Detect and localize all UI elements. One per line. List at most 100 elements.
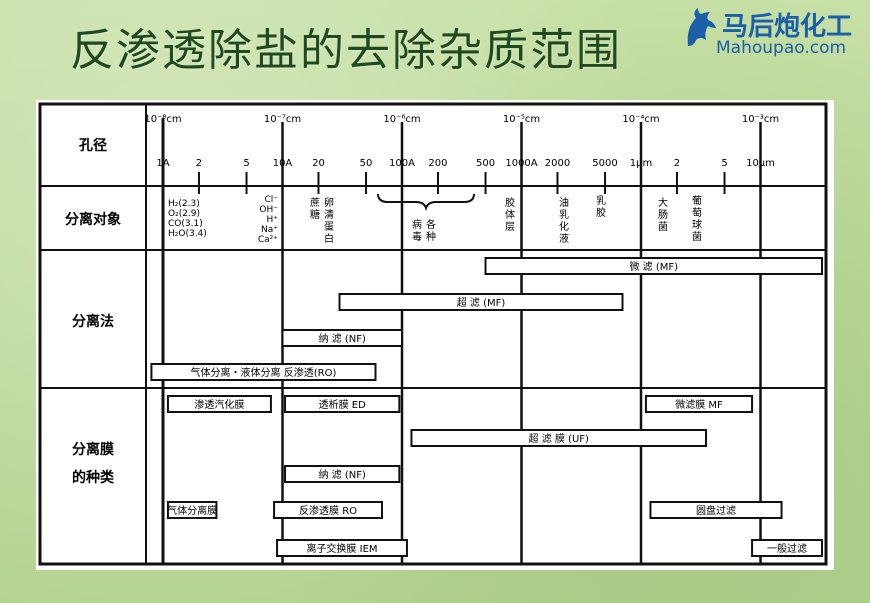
separation-methods: 微 滤 (MF) 超 滤 (MF) 纳 滤 (NF) 气体分离・液体分离 反渗透(RO… <box>150 257 823 381</box>
membrane-label: 圆盘过滤 <box>696 504 736 517</box>
row-label-methods: 分离法 <box>72 313 114 330</box>
membrane-label: 超 滤 膜 (UF) <box>529 432 590 445</box>
object-ion-h: H⁺ <box>266 215 278 225</box>
membrane-label: 气体分离膜 <box>167 504 217 517</box>
scale-top-label: 10⁻⁸cm <box>144 114 181 125</box>
scale-bottom-label: 1000A <box>505 158 537 169</box>
scale-bottom-label: 200 <box>428 158 447 169</box>
membrane-types: 渗透汽化膜 透析膜 ED 微滤膜 MF 超 滤 膜 (UF) 纳 滤 (NF) 气体分离膜… <box>166 395 823 557</box>
object-emulsion-3: 化 <box>559 220 569 233</box>
membrane-bar <box>284 395 401 413</box>
scale-top-label: 10⁻⁵cm <box>503 114 540 125</box>
table-frame <box>38 102 828 566</box>
object-coccus-4: 菌 <box>692 231 702 243</box>
method-label: 气体分离・液体分离 反渗透(RO) <box>191 366 337 379</box>
method-label: 超 滤 (MF) <box>457 296 506 309</box>
scale-bottom-label: 1A <box>156 158 169 169</box>
object-species-2: 种 <box>426 230 436 243</box>
object-colloid-3: 层 <box>505 221 515 233</box>
method-label: 纳 滤 (NF) <box>319 332 366 345</box>
object-bacteria-3: 菌 <box>658 221 668 233</box>
scale-bottom-label: 5 <box>243 158 249 169</box>
membrane-label: 透析膜 ED <box>319 398 366 411</box>
object-coccus-2: 萄 <box>692 206 702 219</box>
object-emulsion-4: 液 <box>559 232 569 245</box>
object-species-1: 各 <box>426 218 436 231</box>
membrane-bar <box>166 395 272 413</box>
membrane-bar <box>649 501 783 519</box>
scale-bottom-label: 100A <box>389 158 415 169</box>
object-latex-2: 胶 <box>596 206 606 219</box>
object-colloid-2: 体 <box>505 209 515 221</box>
scale-bottom-label: 2 <box>196 158 202 169</box>
object-protein-4: 白 <box>324 232 334 245</box>
membrane-label: 渗透汽化膜 <box>194 398 244 411</box>
logo: 马后炮化工 Mahoupao.com <box>682 2 870 66</box>
object-coccus-1: 葡 <box>692 194 702 207</box>
virus-range-brace <box>377 193 475 212</box>
scale-top-label: 10⁻³cm <box>742 114 779 125</box>
object-virus-2: 毒 <box>412 230 422 243</box>
scale-bottom-label: 20 <box>312 158 325 169</box>
scale-bottom-label: 50 <box>360 158 373 169</box>
object-virus-1: 病 <box>412 218 422 231</box>
row-label-membranes-1: 分离膜 <box>72 441 114 458</box>
membrane-bar <box>644 395 754 413</box>
scale-top-label: 10⁻⁶cm <box>383 114 420 125</box>
object-ion-oh: OH⁻ <box>259 205 278 215</box>
scale-top-label: 10⁻⁴cm <box>622 114 659 125</box>
membrane-bar <box>276 539 408 557</box>
object-gas-h2o: H₂O(3.4) <box>168 229 207 239</box>
scale-top-label: 10⁻⁷cm <box>264 114 301 125</box>
object-ions: Cl⁻ OH⁻ H⁺ Na⁺ Ca²⁺ <box>258 195 278 245</box>
object-latex-1: 乳 <box>596 194 606 207</box>
method-bar <box>150 363 377 381</box>
object-gas-o2: O₂(2.9) <box>168 209 200 219</box>
row-label-membranes-2: 的种类 <box>72 469 115 486</box>
logo-text-en: Mahoupao.com <box>716 38 847 58</box>
method-bar <box>484 257 823 275</box>
membrane-label: 反渗透膜 RO <box>299 504 357 517</box>
object-sugar-1: 蔗 <box>310 197 320 209</box>
method-bar <box>281 329 403 347</box>
object-vertical-labels: 蔗 糖 卵 清 蛋 白 病 毒 各 种 胶 体 层 油 乳 化 液 乳 胶 大 … <box>310 194 702 245</box>
membrane-label: 微滤膜 MF <box>675 398 723 411</box>
object-emulsion-2: 乳 <box>559 208 569 221</box>
object-gas-h2: H₂(2.3) <box>168 199 200 209</box>
object-gases: H₂(2.3) O₂(2.9) CO(3.1) H₂O(3.4) <box>168 199 207 239</box>
object-protein-3: 蛋 <box>324 221 334 233</box>
method-label: 微 滤 (MF) <box>629 260 678 273</box>
object-protein-1: 卵 <box>324 197 334 209</box>
object-protein-2: 清 <box>324 208 334 221</box>
membrane-bar <box>751 539 823 557</box>
membrane-bar <box>410 429 708 447</box>
decade-gridlines <box>161 118 762 564</box>
scale-bottom-label: 1μm <box>630 158 652 169</box>
membrane-label: 纳 滤 (NF) <box>318 468 365 481</box>
object-ion-ca: Ca²⁺ <box>258 235 278 245</box>
logo-text-cn: 马后炮化工 <box>722 12 853 42</box>
membrane-bar <box>273 501 383 519</box>
horse-icon <box>687 8 716 46</box>
row-label-pore: 孔径 <box>79 137 107 154</box>
membrane-label: 一般过滤 <box>767 542 807 555</box>
scale-bottom-label: 500 <box>476 158 495 169</box>
membrane-label: 离子交换膜 IEM <box>306 542 377 555</box>
method-bar <box>338 293 624 311</box>
object-bacteria-2: 肠 <box>658 209 668 221</box>
object-ion-na: Na⁺ <box>261 225 278 235</box>
scale-bottom-label: 10A <box>273 158 293 169</box>
scale-bottom-label: 5 <box>721 158 727 169</box>
object-colloid-1: 胶 <box>505 196 515 209</box>
scale-bottom-label: 5000 <box>592 158 617 169</box>
row-label-objects: 分离对象 <box>65 211 121 228</box>
object-emulsion-1: 油 <box>559 196 569 209</box>
scale-bottom-label: 10μm <box>746 158 775 169</box>
scale-ticks: 10⁻⁸cm 10⁻⁷cm 10⁻⁶cm 10⁻⁵cm 10⁻⁴cm 10⁻³cm 1A 2 5… <box>144 114 779 194</box>
object-ion-cl: Cl⁻ <box>264 195 278 205</box>
object-bacteria-1: 大 <box>658 196 668 209</box>
object-coccus-3: 球 <box>692 218 702 231</box>
scale-bottom-label: 2 <box>674 158 680 169</box>
